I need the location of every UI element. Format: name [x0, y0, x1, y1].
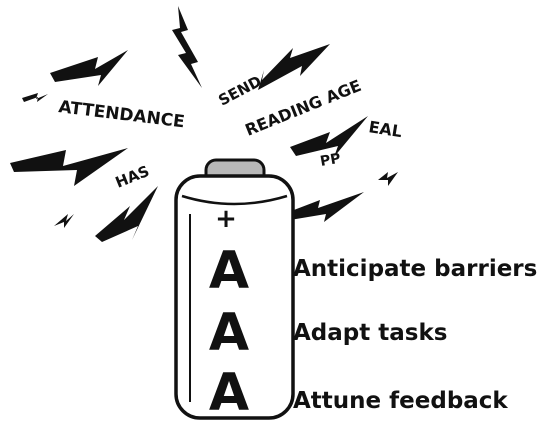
battery-body [174, 174, 295, 420]
lightning-bolt-icon [258, 44, 330, 90]
battery-letter-a-3: A [209, 363, 249, 423]
label-attendance: ATTENDANCE [57, 97, 185, 132]
battery: + A A A [174, 158, 295, 423]
strategy-attune-feedback: Attune feedback [293, 388, 508, 414]
label-eal: EAL [367, 117, 403, 141]
strategy-anticipate-barriers: Anticipate barriers [293, 256, 537, 282]
lightning-bolts [10, 6, 398, 242]
lightning-bolt-icon [95, 186, 158, 242]
lightning-bolt-icon [172, 6, 202, 88]
lightning-bolt-icon [378, 172, 398, 186]
label-has: HAS [113, 162, 152, 192]
label-pp: PP [319, 151, 342, 170]
lightning-bolt-icon [54, 214, 74, 228]
lightning-bolt-icon [290, 116, 368, 157]
strategy-adapt-tasks: Adapt tasks [293, 320, 447, 346]
lightning-bolt-icon [286, 192, 364, 222]
lightning-bolt-icon [22, 93, 48, 102]
battery-letter-a-2: A [209, 303, 249, 363]
battery-letter-a-1: A [209, 241, 249, 301]
lightning-bolt-icon [10, 148, 128, 186]
label-send: SEND [215, 72, 264, 110]
lightning-bolt-icon [50, 50, 128, 86]
battery-shoulder [181, 194, 288, 206]
battery-plus-sign: + [215, 204, 237, 234]
